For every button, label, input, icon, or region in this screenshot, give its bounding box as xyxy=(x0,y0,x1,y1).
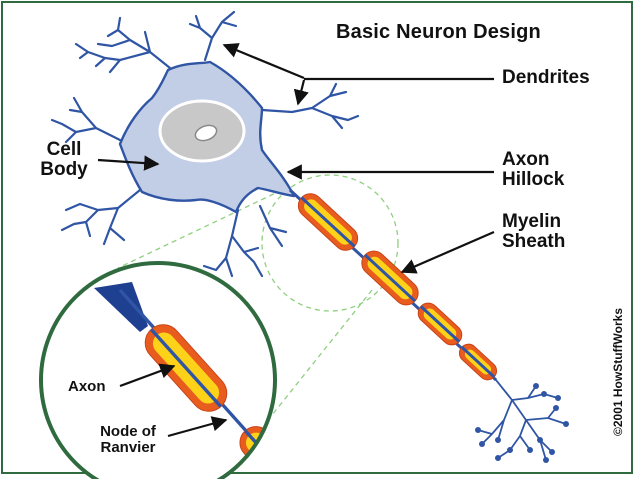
label-myelin-sheath: Myelin Sheath xyxy=(502,212,565,252)
dendrites xyxy=(50,10,360,278)
label-dendrites: Dendrites xyxy=(502,67,590,88)
diagram-frame xyxy=(1,1,633,474)
hillock-wedge xyxy=(94,282,148,332)
label-axon-hillock: Axon Hillock xyxy=(502,150,564,190)
zoom-inset xyxy=(39,261,277,479)
diagram-title: Basic Neuron Design xyxy=(336,21,541,43)
nucleolus xyxy=(194,124,218,142)
axon-terminals xyxy=(477,379,567,461)
zoom-guide-lines xyxy=(117,174,399,421)
dendrites-arrow-right xyxy=(293,79,309,106)
myelin-sheath-arrow xyxy=(400,230,495,274)
label-axon-hillock-line2: Hillock xyxy=(502,168,565,190)
node-of-ranvier-arrow xyxy=(167,416,228,438)
pointer-arrows xyxy=(97,43,495,438)
label-axon: Axon xyxy=(68,378,106,395)
label-cell-body: Cell Body xyxy=(32,140,96,180)
cell-body-arrow xyxy=(97,155,160,171)
axon-arrow xyxy=(119,363,176,388)
axon-terminal-buttons xyxy=(475,383,569,463)
label-node-of-ranvier-line1: Node of xyxy=(100,423,156,440)
dendrites-arrow-top xyxy=(222,43,305,80)
label-node-of-ranvier: Node of Ranvier xyxy=(88,424,168,456)
label-myelin-sheath-line1: Myelin xyxy=(502,211,562,232)
label-node-of-ranvier-line2: Ranvier xyxy=(100,438,156,456)
label-cell-body-line2: Body xyxy=(40,158,88,180)
label-myelin-sheath-line2: Sheath xyxy=(502,230,566,252)
label-cell-body-line1: Cell xyxy=(46,139,82,160)
zoom-source-circle xyxy=(261,174,399,312)
zoom-inset-border xyxy=(39,261,277,479)
label-axon-hillock-line1: Axon xyxy=(502,149,550,170)
myelin-segments xyxy=(297,193,498,381)
copyright-notice: ©2001 HowStuffWorks xyxy=(611,308,625,436)
